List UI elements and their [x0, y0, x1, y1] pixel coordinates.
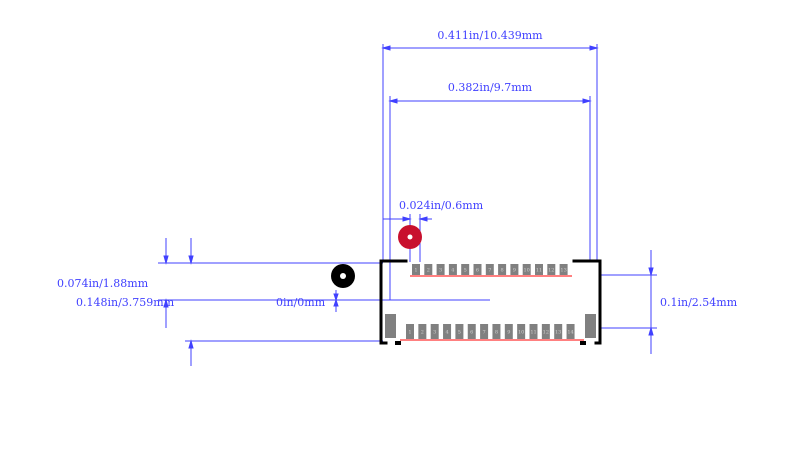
arrow-icon [418, 216, 428, 222]
dimension-lines [163, 45, 654, 366]
bottom-row-pad-number: 6 [470, 330, 473, 336]
bottom-tab-left [395, 341, 401, 345]
arrow-icon [163, 255, 169, 265]
bottom-row-pad-number: 11 [530, 330, 536, 336]
top-row-pad-number: 12 [548, 268, 554, 274]
bottom-row-pad [418, 324, 427, 339]
top-row-pad [522, 264, 531, 275]
top-row-pad [436, 264, 445, 275]
bottom-row-pad [517, 324, 526, 339]
bottom-row-pad-number: 2 [421, 330, 424, 336]
bottom-row-pad [492, 324, 501, 339]
bottom-row-pad-number: 5 [458, 330, 461, 336]
bottom-row-pad-number: 7 [483, 330, 486, 336]
arrow-icon [648, 326, 654, 336]
arrow-icon [188, 339, 194, 349]
top-row-pad [485, 264, 494, 275]
label-origin: 0in/0mm [276, 296, 326, 309]
mounting-pad-left [385, 314, 396, 338]
bottom-row-pad-number: 9 [507, 330, 510, 336]
bottom-row-pad-number: 14 [567, 330, 573, 336]
top-row-pad [424, 264, 433, 275]
top-row-pad-number: 10 [524, 268, 530, 274]
dimension-labels: 0.411in/10.439mm 0.382in/9.7mm 0.024in/0… [57, 29, 738, 309]
pin-1-marker-icon [398, 225, 422, 249]
component-outline [379, 259, 602, 345]
top-row-pad-number: 3 [439, 268, 442, 274]
bottom-row-pad [430, 324, 439, 339]
top-row-pad-number: 2 [427, 268, 430, 274]
bottom-row-pad-number: 10 [518, 330, 524, 336]
mounting-pads [385, 314, 596, 338]
bottom-row-pad-number: 3 [433, 330, 436, 336]
bottom-row-pad [443, 324, 452, 339]
bottom-row-pad [529, 324, 538, 339]
arrow-icon [402, 216, 412, 222]
bottom-row-pad [480, 324, 489, 339]
extension-lines [158, 44, 657, 342]
label-pitch: 0.024in/0.6mm [399, 199, 484, 212]
top-row-pad [510, 264, 519, 275]
arrow-icon [388, 98, 398, 104]
label-inner-width: 0.382in/9.7mm [448, 81, 533, 94]
bottom-row-pad [467, 324, 476, 339]
arrow-icon [582, 98, 592, 104]
label-offset-b: 0.148in/3.759mm [76, 296, 175, 309]
label-overall-width: 0.411in/10.439mm [437, 29, 543, 42]
top-row-pad-number: 9 [513, 268, 516, 274]
top-row-pad [535, 264, 543, 275]
top-row-pad-number: 6 [476, 268, 479, 274]
bottom-row-pad [554, 324, 563, 339]
top-row-pad [461, 264, 470, 275]
top-row-pad-number: 13 [560, 268, 566, 274]
top-row-pad [547, 264, 556, 275]
top-row-pad [412, 264, 420, 275]
top-row-pad-number: 7 [488, 268, 491, 274]
label-offset-a: 0.074in/1.88mm [57, 277, 149, 290]
top-row-pad-number: 5 [464, 268, 467, 274]
top-row-pad [559, 264, 568, 275]
arrow-icon [648, 267, 654, 277]
arrow-icon [333, 298, 339, 307]
top-row-pad-number: 8 [501, 268, 504, 274]
arrow-icon [333, 293, 339, 302]
bottom-row-pad [455, 324, 464, 339]
outline-left-bracket [379, 259, 408, 345]
top-row-pad-number: 11 [536, 268, 542, 274]
bottom-row-pad-number: 13 [555, 330, 561, 336]
outline-right-bracket [572, 259, 602, 345]
bottom-tab-right [580, 341, 586, 345]
top-row-pad-number: 1 [414, 268, 417, 274]
bottom-row-pad [541, 324, 550, 339]
top-row-pad [473, 264, 482, 275]
origin-marker-icon [331, 264, 355, 288]
mounting-pad-right [585, 314, 596, 338]
arrow-icon [188, 255, 194, 265]
bottom-row-pad [504, 324, 513, 339]
arrow-icon [163, 298, 169, 308]
edge-lines [400, 275, 584, 341]
top-row-pad [448, 264, 457, 275]
arrow-icon [381, 45, 391, 51]
bottom-row-pad-number: 8 [495, 330, 498, 336]
arrow-icon [589, 45, 599, 51]
label-row-spacing: 0.1in/2.54mm [660, 296, 738, 309]
bottom-row-pad-number: 4 [445, 330, 448, 336]
bottom-row-pad [406, 324, 414, 339]
bottom-row-pad [566, 324, 575, 339]
top-row-pad [498, 264, 507, 275]
bottom-row-pad-number: 1 [408, 330, 411, 336]
top-row-pad-number: 4 [451, 268, 454, 274]
bottom-row-pad-number: 12 [543, 330, 549, 336]
